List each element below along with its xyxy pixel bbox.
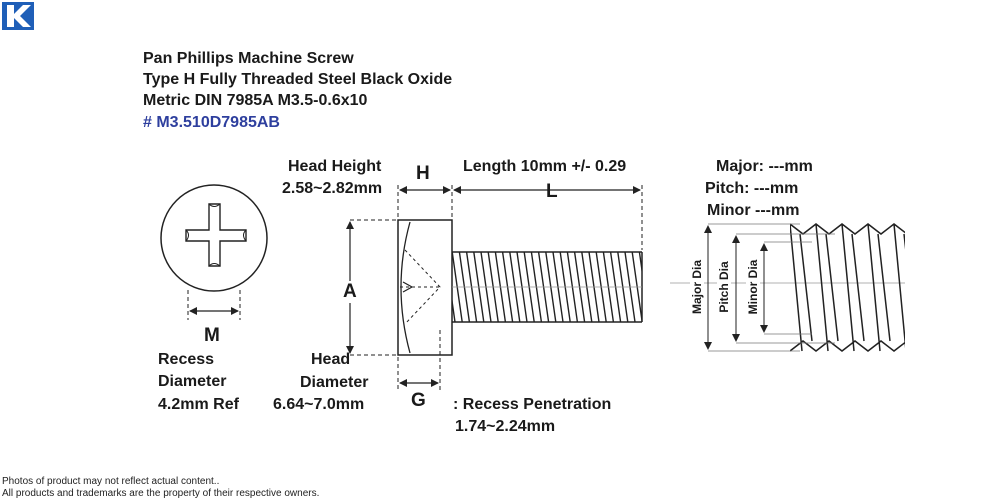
footer-line-1: Photos of product may not reflect actual… (2, 476, 220, 487)
thread-detail (670, 223, 905, 352)
part-number: # M3.510D7985AB (143, 114, 280, 131)
recess-penetration-value: 1.74~2.24mm (455, 418, 556, 435)
length-label: Length 10mm +/- 0.29 (463, 158, 627, 175)
length-letter-l: L (546, 181, 558, 202)
head-height-letter-h: H (416, 163, 430, 184)
minor-dia-label: Minor Dia (746, 257, 760, 317)
title-line-2: Type H Fully Threaded Steel Black Oxide (143, 71, 453, 88)
head-diameter-label-line-2: Diameter (300, 374, 369, 391)
recess-penetration-label: : Recess Penetration (453, 396, 612, 413)
thread-major: Major: ---mm (716, 158, 813, 175)
head-top-view (160, 184, 268, 320)
recess-letter-m: M (204, 325, 220, 346)
title-line-1: Pan Phillips Machine Screw (143, 50, 354, 67)
shank-side-view (452, 251, 643, 323)
pitch-dia-label: Pitch Dia (717, 259, 731, 315)
logo-k-icon (2, 2, 34, 30)
head-diameter-label-line-1: Head (311, 351, 351, 368)
head-diameter-letter-a: A (342, 281, 358, 303)
recess-value: 4.2mm Ref (158, 396, 239, 413)
phillips-recess-icon (185, 203, 247, 267)
major-dia-label: Major Dia (690, 257, 704, 317)
head-side-view (397, 219, 453, 356)
recess-label-line-1: Recess (158, 351, 215, 368)
head-height-value: 2.58~2.82mm (282, 180, 383, 197)
footer-line-2: All products and trademarks are the prop… (2, 488, 320, 499)
thread-pitch: Pitch: ---mm (705, 180, 799, 197)
title-line-3: Metric DIN 7985A M3.5-0.6x10 (143, 92, 368, 109)
thread-minor: Minor ---mm (707, 202, 800, 219)
recess-penetration-letter-g: G (411, 390, 426, 411)
head-height-label: Head Height (288, 158, 382, 175)
logo (2, 2, 34, 30)
recess-label-line-2: Diameter (158, 373, 227, 390)
side-dimensions (346, 185, 643, 392)
head-diameter-value: 6.64~7.0mm (273, 396, 365, 413)
